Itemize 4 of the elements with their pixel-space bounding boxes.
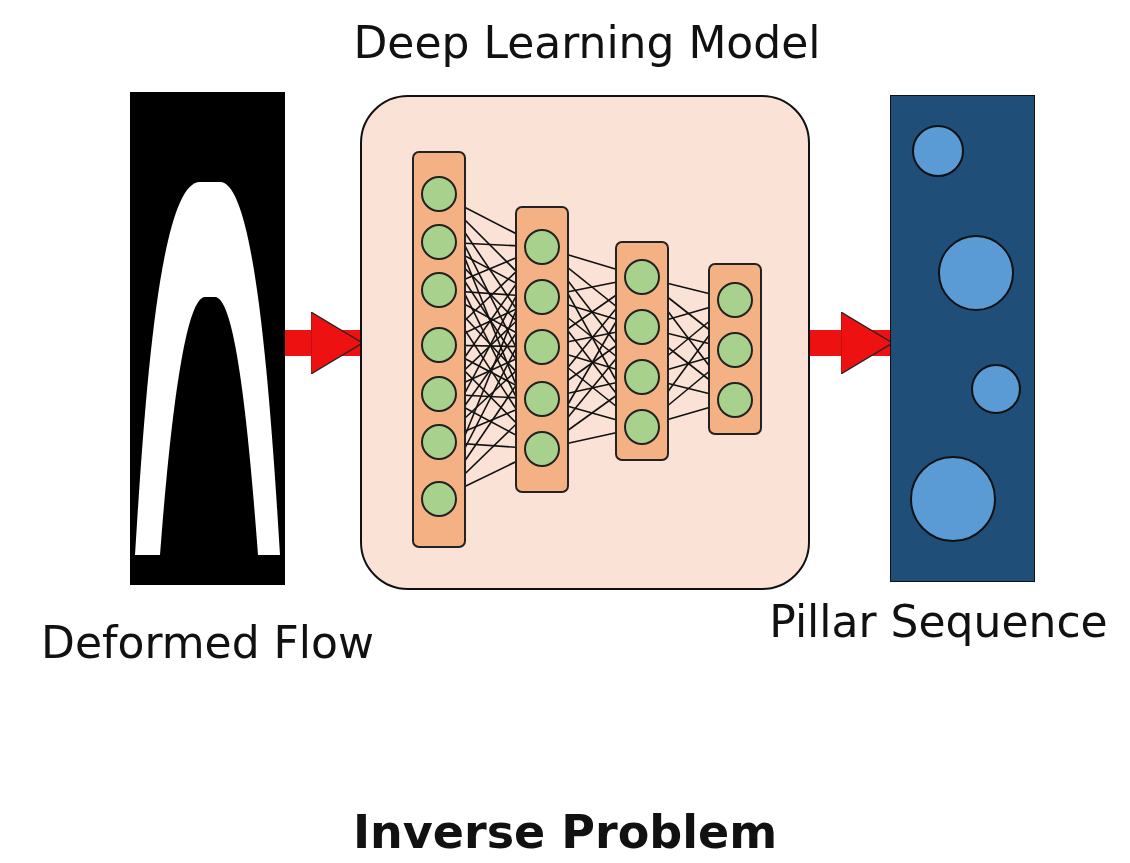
node-label: Pillar Sequence <box>768 596 1109 647</box>
node-label: Deep Learning Model <box>352 17 822 68</box>
caption: Inverse Problem <box>351 805 779 859</box>
node-label: Deformed Flow <box>40 617 375 668</box>
